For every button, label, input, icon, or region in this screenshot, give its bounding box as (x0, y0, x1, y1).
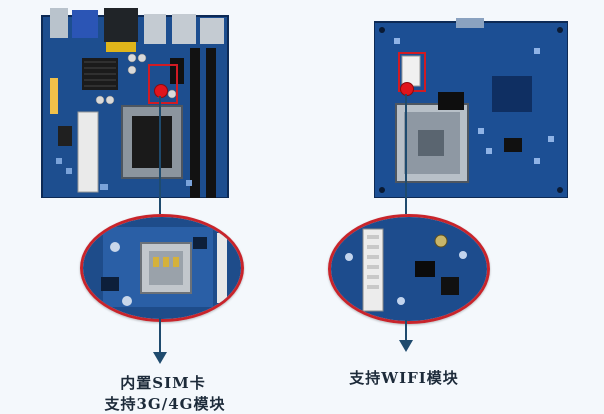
arrow-down-icon (399, 340, 413, 352)
sim-slot-marker (154, 84, 168, 98)
arrow-line-right (405, 320, 407, 342)
wifi-slot-zoom-view (328, 214, 490, 324)
caption-sim-card: 内置SIM卡 (120, 374, 206, 392)
caption-wifi-module: 支持WIFI模块 (349, 369, 459, 387)
motherboard-left-image (40, 8, 230, 199)
arrow-down-icon (153, 352, 167, 364)
sim-slot-highlight (148, 64, 178, 104)
motherboard-right-image (373, 18, 569, 199)
wifi-slot-marker (400, 82, 414, 96)
connector-line-left (159, 96, 161, 214)
caption-3g-4g-module: 支持3G/4G模块 (104, 395, 226, 413)
arrow-line-left (159, 318, 161, 354)
sim-slot-zoom-view (80, 214, 244, 322)
connector-line-right (405, 94, 407, 214)
